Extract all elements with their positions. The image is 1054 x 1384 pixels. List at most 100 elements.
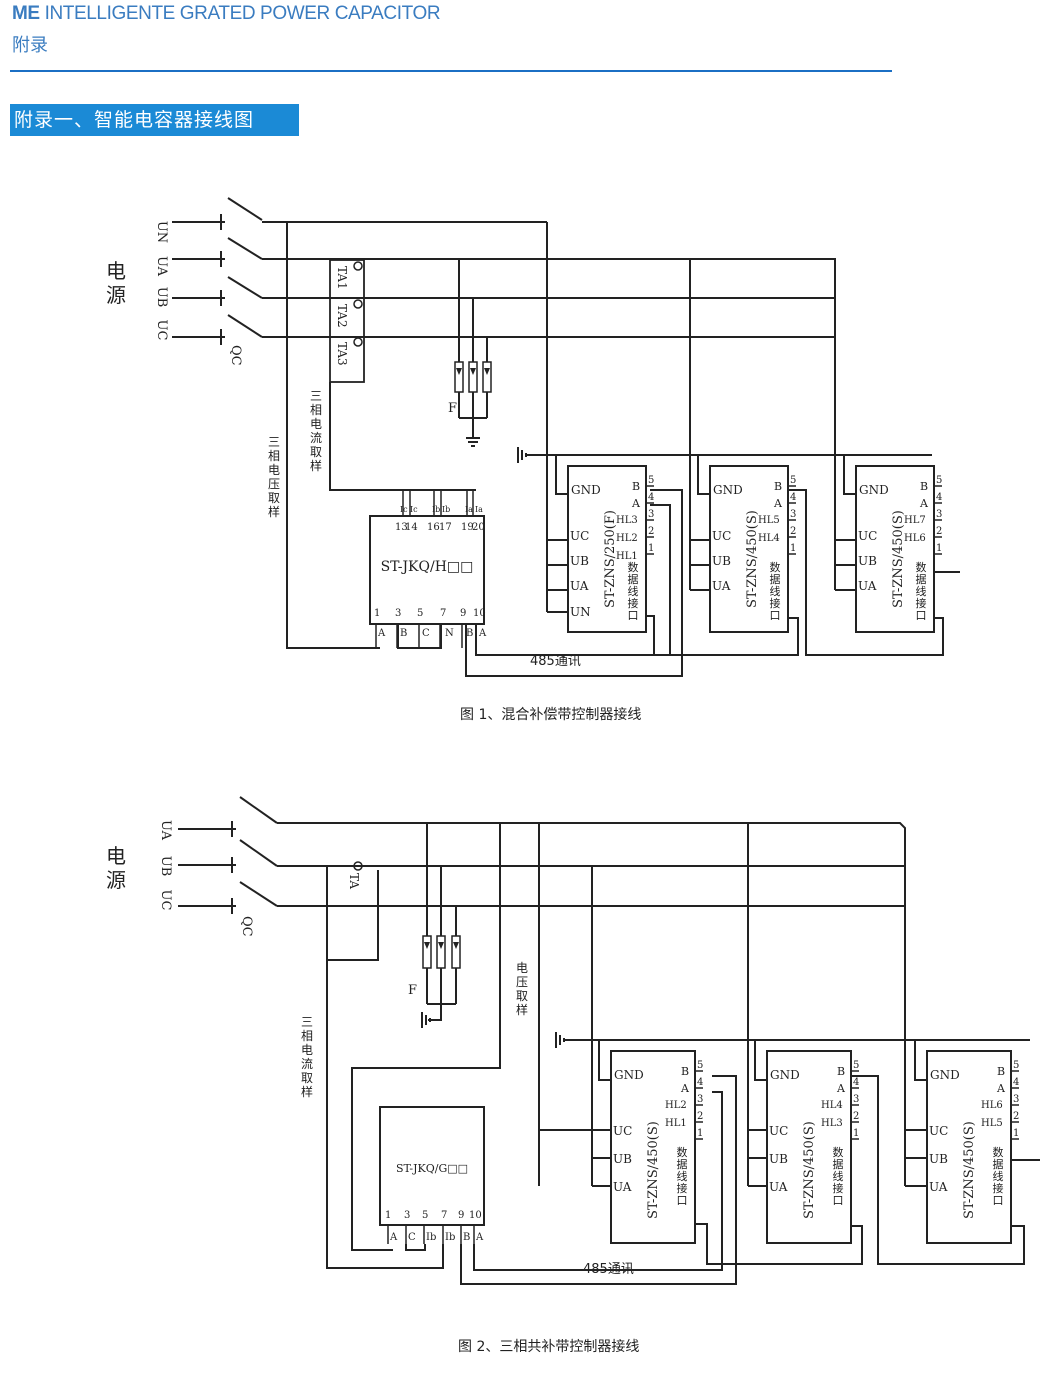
figure1-capacitor-1-led-hl3: HL3 xyxy=(616,515,638,526)
figure1-current-sampling-label-char: 三 xyxy=(310,389,322,403)
figure2-capacitor-2-pin-b: B xyxy=(837,1065,845,1078)
figure2-capacitor-2-port-label-char: 口 xyxy=(833,1194,844,1207)
figure1-ct-coil xyxy=(353,261,363,271)
figure2-capacitor-1-port-label-char: 据 xyxy=(677,1157,688,1171)
figure2-cap-gnd-lead xyxy=(914,1040,927,1081)
figure2-controller-bottom-pin-name: A xyxy=(475,1232,484,1243)
figure2-capacitor-2-port-label-char: 数 xyxy=(833,1146,844,1159)
figure1-voltage-sampling-label-char: 相 xyxy=(268,449,280,463)
figure2-capacitor-1-body xyxy=(610,1050,696,1244)
figure1-capacitor-2-input-uc: UC xyxy=(712,529,731,543)
figure1-controller-bottom-pin-name: A xyxy=(377,628,386,639)
figure1-capacitor-2-input-ua: UA xyxy=(712,579,731,593)
figure2-capacitor-2-gnd-label: GND xyxy=(770,1068,800,1082)
figure2-phase-label-ub: UB xyxy=(158,856,173,877)
figure2-cap-gnd-lead xyxy=(754,1040,767,1081)
figure2-breaker-blade xyxy=(239,881,278,907)
figure2-capacitor-1-pin-a: A xyxy=(680,1082,690,1095)
figure1-breaker-blade xyxy=(227,237,263,260)
figure1-current-sampling-wire xyxy=(329,382,476,491)
figure1-capacitor-3-port-pin-5: 5 xyxy=(936,475,942,486)
figure1-current-sampling-label-char: 相 xyxy=(310,403,322,417)
figure1-capacitor-1-input-un: UN xyxy=(570,605,591,619)
figure1-breaker-blade xyxy=(227,276,263,299)
figure1-capacitor-2-port-pin-1: 1 xyxy=(790,543,796,554)
figure1-controller-top-pin-number: 19 xyxy=(461,522,474,533)
figure2-capacitor-3-led-hl5: HL5 xyxy=(981,1118,1003,1129)
figure2-ground-lead xyxy=(428,1004,442,1021)
figure2-capacitor-2-port-pin-3: 3 xyxy=(853,1094,859,1105)
figure1-capacitor-2-port-label-char: 口 xyxy=(770,609,781,622)
figure1-cap-gnd-lead xyxy=(555,455,568,495)
figure2-capacitor-2-led-hl4: HL4 xyxy=(821,1100,843,1111)
figure2-power-source-label-char: 电 xyxy=(106,844,126,868)
figure1-controller-top-pin-name: Ic xyxy=(400,505,408,514)
figure1-ct-block xyxy=(329,259,365,383)
figure1-ct-label-ta3: TA3 xyxy=(335,342,349,366)
figure2-capacitor-1-port-label-char: 线 xyxy=(677,1169,688,1183)
figure1-capacitor-1-port-label-char: 据 xyxy=(628,572,639,586)
figure2-current-sampling-label-char: 电 xyxy=(301,1043,313,1057)
figure1-fuse-3 xyxy=(482,361,492,393)
figure1-voltage-sampling-label-char: 三 xyxy=(268,435,280,449)
figure1-fuse-1-arrow xyxy=(456,368,462,375)
figure2-capacitor-2-input-ub: UB xyxy=(769,1152,788,1166)
figure1-breaker-blade xyxy=(227,197,263,221)
figure1-capacitor-2-led-hl4: HL4 xyxy=(758,533,780,544)
figure1-capacitor-1-input-ub: UB xyxy=(570,554,589,568)
figure2-capacitor-2-port-label-char: 接 xyxy=(833,1182,844,1195)
figure1-capacitor-1-model: ST-ZNS/250(F) xyxy=(603,510,618,608)
figure1-capacitor-1-led-hl1: HL1 xyxy=(616,551,638,562)
section-title: 附录一、智能电容器接线图 xyxy=(10,104,299,136)
figure2-capacitor-2-port-label-char: 线 xyxy=(833,1169,844,1183)
figure1-caption: 图 1、混合补偿带控制器接线 xyxy=(460,707,642,723)
figure2-breaker-label: QC xyxy=(239,916,254,937)
figure1-controller-top-pin-number: 13 xyxy=(395,522,408,533)
figure2-comm-label: 485通讯 xyxy=(583,1262,634,1277)
figure2-capacitor-3-port-label-char: 线 xyxy=(993,1169,1004,1183)
figure1-controller-bottom-pin-number: 7 xyxy=(440,608,446,619)
figure1-controller-bottom-pin-number: 5 xyxy=(417,608,423,619)
figure1-controller-top-pin-name: Ib xyxy=(432,505,440,514)
figure2-current-sampling-label-char: 取 xyxy=(301,1071,313,1085)
figure2-chain-1-2 xyxy=(695,1223,863,1265)
figure2-fuse-label: F xyxy=(408,983,417,998)
figure1-controller-bottom-pin-name: B xyxy=(466,628,473,639)
header-divider xyxy=(10,70,892,72)
figure1-capacitor-2-port-label-char: 数 xyxy=(770,561,781,574)
figure2-capacitor-1-port-pin-3: 3 xyxy=(697,1094,703,1105)
figure2-voltage-sampling-label-char: 取 xyxy=(516,989,528,1003)
figure2-capacitor-2-input-ua: UA xyxy=(769,1180,788,1194)
figure2-capacitor-1-gnd-label: GND xyxy=(614,1068,644,1082)
figure1-controller-bottom-pin-name: B xyxy=(400,628,407,639)
figure1-voltage-sampling-label-char: 样 xyxy=(268,504,280,519)
figure2-capacitor-1-port-label-char: 口 xyxy=(677,1194,688,1207)
figure1-capacitor-1-led-hl2: HL2 xyxy=(616,533,638,544)
figure1-current-sampling-label-char: 样 xyxy=(310,458,322,473)
figure1-controller-top-pin-number: 16 xyxy=(427,522,440,533)
figure1-controller-top-pin-name: Ic xyxy=(410,505,418,514)
figure1-ct-label-ta2: TA2 xyxy=(335,304,349,328)
figure2-capacitor-1-input-ub: UB xyxy=(613,1152,632,1166)
figure1-power-source-label: 电源 xyxy=(106,259,126,307)
figure1-capacitor-3-input-ua: UA xyxy=(858,579,877,593)
figure1-ct-coil xyxy=(353,337,363,347)
figure2-ct-coil xyxy=(353,861,363,871)
figure1-current-sampling-label-char: 电 xyxy=(310,417,322,431)
figure1-controller-bottom-pin-number: 10 xyxy=(473,608,486,619)
figure1-capacitor-1-port-label-char: 线 xyxy=(628,584,639,598)
figure1-controller-bottom-pin-name: C xyxy=(422,628,430,639)
figure2-485-a-wire xyxy=(473,1091,723,1271)
figure2-phase-label-uc: UC xyxy=(158,890,173,911)
figure1-capacitor-3-pin-b: B xyxy=(920,480,928,493)
figure1-capacitor-1-port-pin-5: 5 xyxy=(648,475,654,486)
figure2-capacitor-2-port-pin-2: 2 xyxy=(853,1111,859,1122)
figure2-capacitor-3-port-label-char: 口 xyxy=(993,1194,1004,1207)
figure2-capacitor-2-led-hl3: HL3 xyxy=(821,1118,843,1129)
figure2-capacitor-1-model: ST-ZNS/450(S) xyxy=(646,1121,661,1219)
figure2-cap-gnd-lead xyxy=(598,1040,611,1081)
